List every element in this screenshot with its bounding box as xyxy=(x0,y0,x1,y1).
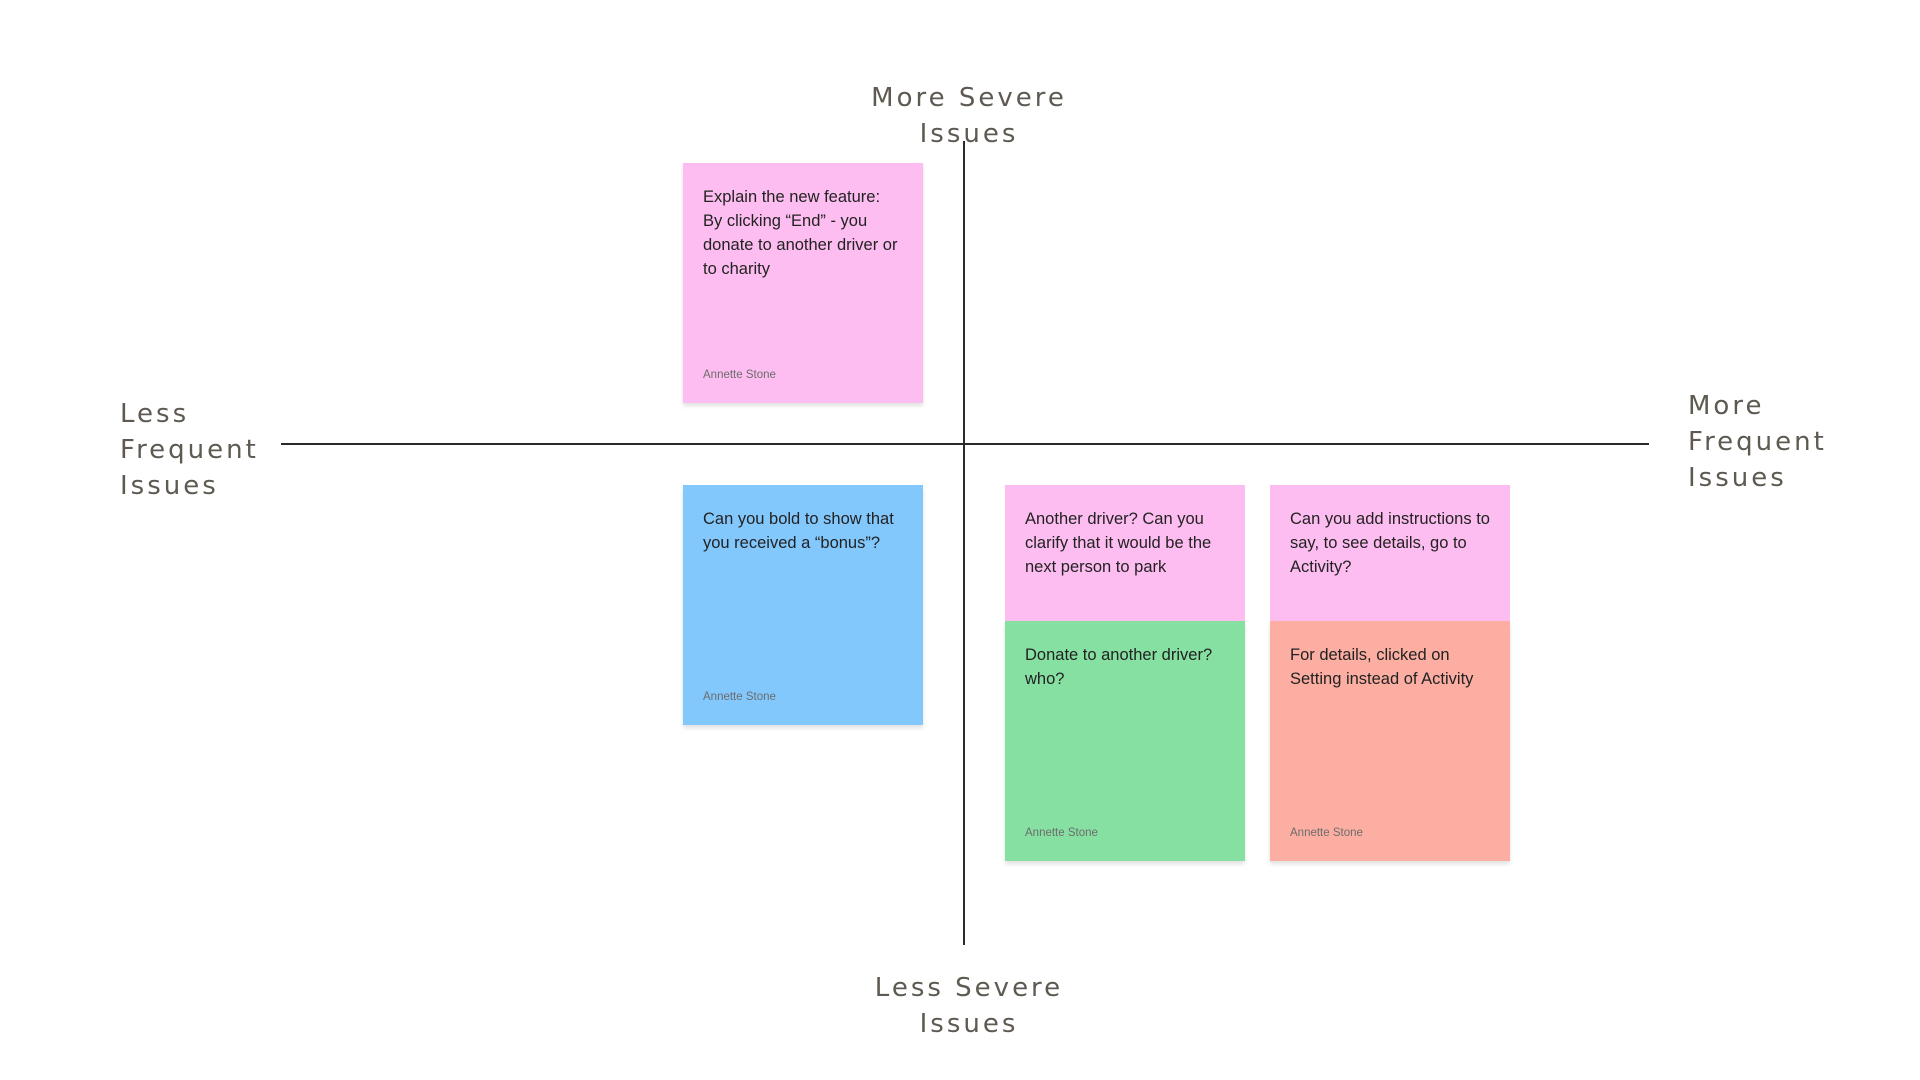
sticky-note-text: Can you add instructions to say, to see … xyxy=(1290,510,1490,576)
axis-label-line: More xyxy=(1688,391,1765,421)
axis-label-line: Frequent xyxy=(1688,427,1827,457)
axis-label-line: Frequent xyxy=(120,435,259,465)
sticky-note-author: Annette Stone xyxy=(703,369,776,381)
sticky-note-bold-bonus[interactable]: Can you bold to show that you received a… xyxy=(683,485,923,725)
sticky-note-text: Explain the new feature: By clicking “En… xyxy=(703,188,898,278)
vertical-axis-line xyxy=(963,141,965,945)
sticky-note-text: For details, clicked on Setting instead … xyxy=(1290,646,1474,688)
axis-label-less-severe: Less Severe Issues xyxy=(874,973,1064,1039)
axis-label-line: Issues xyxy=(120,471,219,501)
axis-label-more-severe: More Severe Issues xyxy=(871,83,1067,149)
axis-label-line: Issues xyxy=(1688,463,1787,493)
sticky-note-text: Another driver? Can you clarify that it … xyxy=(1025,510,1212,576)
sticky-note-text: Can you bold to show that you received a… xyxy=(703,510,894,552)
sticky-note-details-setting[interactable]: For details, clicked on Setting instead … xyxy=(1270,621,1510,861)
sticky-note-text: Donate to another driver? who? xyxy=(1025,646,1213,688)
sticky-note-author: Annette Stone xyxy=(1290,827,1363,839)
sticky-note-author: Annette Stone xyxy=(703,691,776,703)
sticky-note-another-driver[interactable]: Another driver? Can you clarify that it … xyxy=(1005,485,1245,621)
axis-label-more-frequent: More Frequent Issues xyxy=(1688,388,1838,496)
sticky-note-donate-driver[interactable]: Donate to another driver? who? Annette S… xyxy=(1005,621,1245,861)
axis-label-less-frequent: Less Frequent Issues xyxy=(120,396,270,504)
horizontal-axis-line xyxy=(281,443,1649,445)
axis-label-line: Less xyxy=(120,399,190,429)
sticky-note-explain-feature[interactable]: Explain the new feature: By clicking “En… xyxy=(683,163,923,403)
sticky-note-add-instructions[interactable]: Can you add instructions to say, to see … xyxy=(1270,485,1510,621)
sticky-note-author: Annette Stone xyxy=(1025,827,1098,839)
